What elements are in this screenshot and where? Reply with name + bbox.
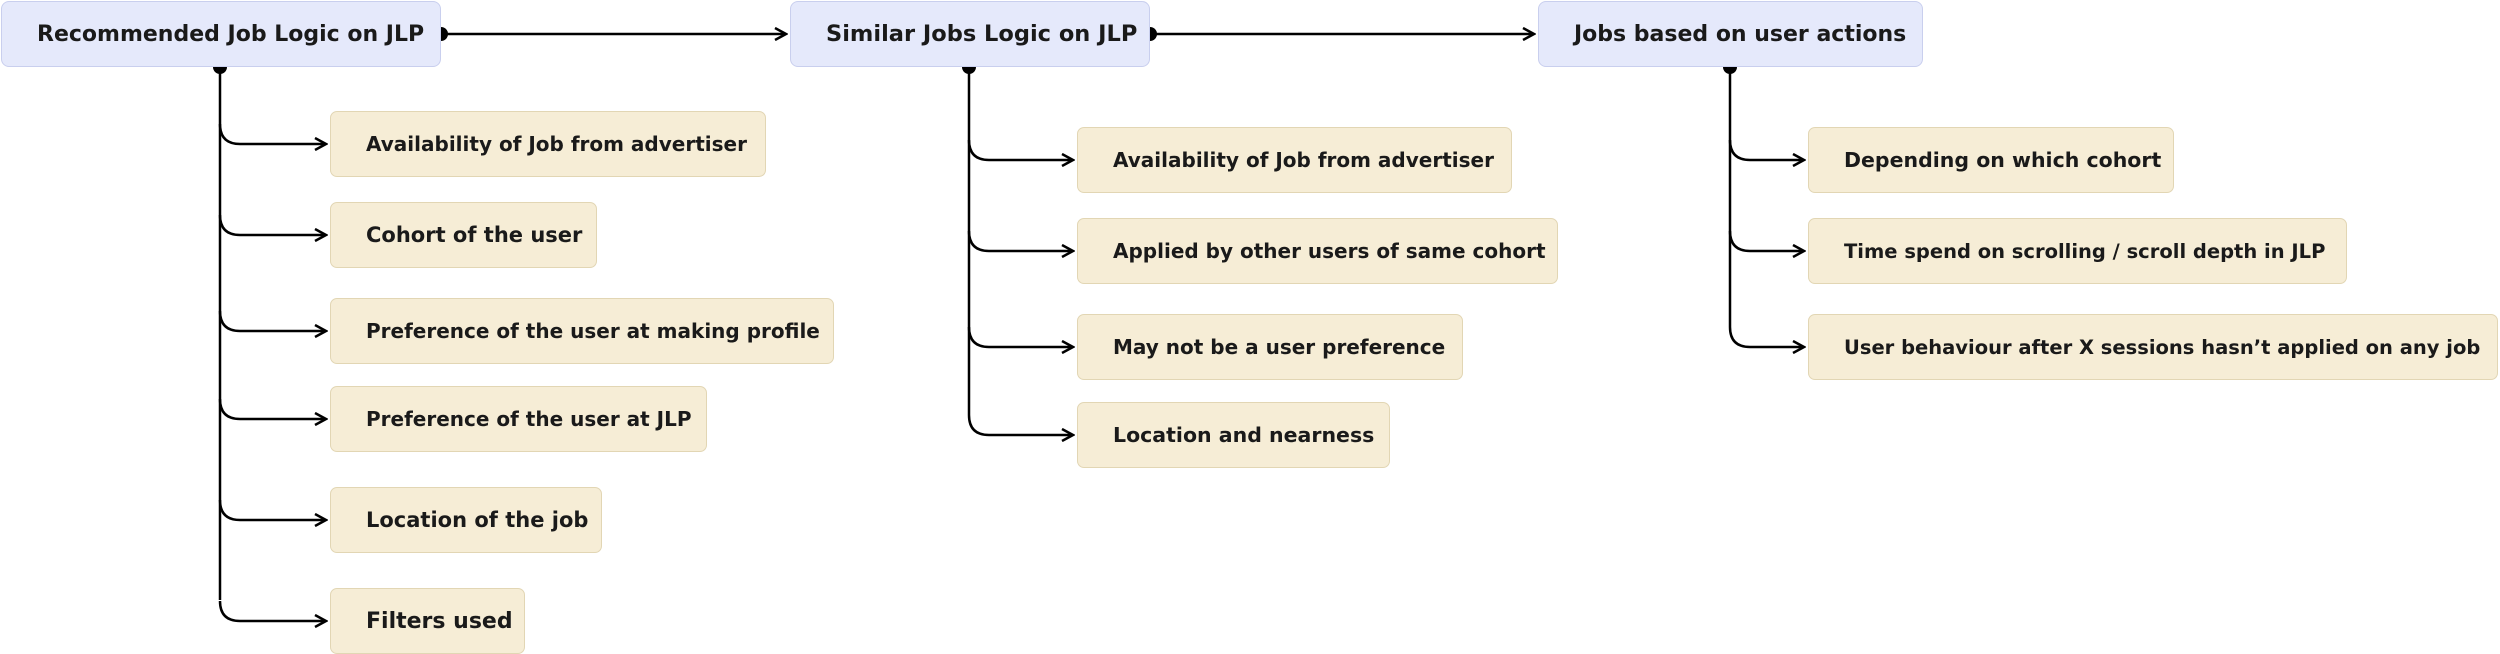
header-similar-jobs-logic: Similar Jobs Logic on JLP [790,1,1150,67]
branch-1-item-1: Availability of Job from advertiser [330,111,766,177]
branch-1-item-3: Preference of the user at making profile [330,298,834,364]
branch-3-connector-2 [1728,230,1804,251]
branch-2-item-1: Availability of Job from advertiser [1077,127,1512,193]
branch-3-item-1-label: Depending on which cohort [1844,148,2162,172]
branch-3-item-2-label: Time spend on scrolling / scroll depth i… [1844,239,2326,263]
branch-2-item-1-label: Availability of Job from advertiser [1113,148,1494,172]
branch-1-connector-3 [218,310,326,331]
branch-1-item-5-label: Location of the job [366,508,589,532]
branch-1-item-6: Filters used [330,588,525,654]
branch-2-item-4-label: Location and nearness [1113,423,1375,447]
branch-1-item-5: Location of the job [330,487,602,553]
header-recommended-job-logic: Recommended Job Logic on JLP [1,1,441,67]
branch-1-connector-1 [218,123,326,144]
branch-1-item-4-label: Preference of the user at JLP [366,407,692,431]
branch-3-item-2: Time spend on scrolling / scroll depth i… [1808,218,2347,284]
branch-1-connector-6 [218,600,326,621]
branch-2-item-2-label: Applied by other users of same cohort [1113,239,1546,263]
branch-1-item-3-label: Preference of the user at making profile [366,319,820,343]
branch-1-item-6-label: Filters used [366,608,513,634]
header-jobs-user-actions: Jobs based on user actions [1538,1,1923,67]
branch-1-item-2: Cohort of the user [330,202,597,268]
branch-1-item-1-label: Availability of Job from advertiser [366,132,747,156]
branch-2-item-2: Applied by other users of same cohort [1077,218,1558,284]
branch-2-item-3: May not be a user preference [1077,314,1463,380]
header-similar-jobs-logic-label: Similar Jobs Logic on JLP [826,21,1138,47]
branch-1-connector-2 [218,214,326,235]
branch-1-connector-4 [218,398,326,419]
header-recommended-job-logic-label: Recommended Job Logic on JLP [37,21,425,47]
branch-1-item-2-label: Cohort of the user [366,223,583,247]
branch-2-item-4: Location and nearness [1077,402,1390,468]
branch-3-connector-3 [1728,326,1804,347]
header-jobs-user-actions-label: Jobs based on user actions [1574,21,1907,47]
branch-2-connector-4 [967,414,1073,435]
branch-2-item-3-label: May not be a user preference [1113,335,1446,359]
branch-3-item-3-label: User behaviour after X sessions hasn’t a… [1844,335,2481,359]
branch-3-item-3: User behaviour after X sessions hasn’t a… [1808,314,2498,380]
branch-1-item-4: Preference of the user at JLP [330,386,707,452]
branch-3-item-1: Depending on which cohort [1808,127,2174,193]
branch-2-connector-2 [967,230,1073,251]
branch-2-connector-1 [967,139,1073,160]
branch-3-connector-1 [1728,139,1804,160]
branch-1-connector-5 [218,499,326,520]
branch-2-connector-3 [967,326,1073,347]
